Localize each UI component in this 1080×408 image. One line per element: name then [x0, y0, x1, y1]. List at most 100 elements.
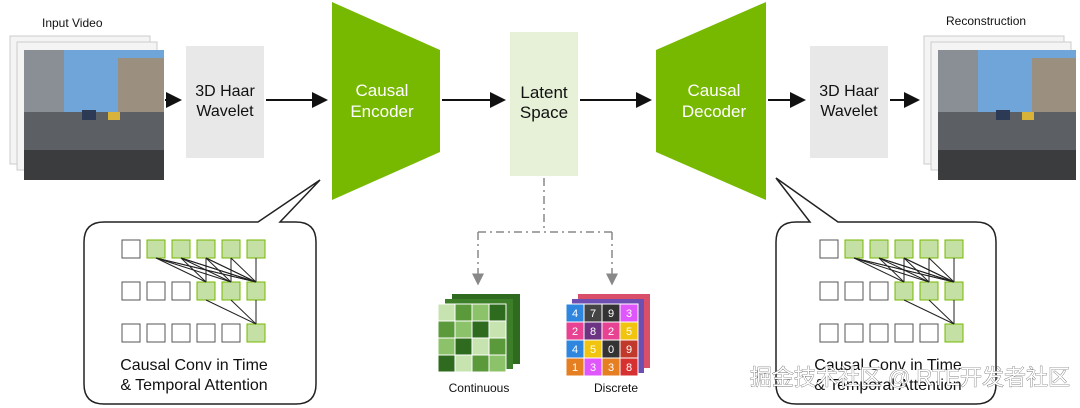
inactive-token-cell — [121, 239, 141, 259]
discrete-cell-value: 4 — [572, 308, 578, 320]
inactive-token-cell — [869, 281, 889, 301]
wavelet-in-block: 3D Haar Wavelet — [186, 46, 264, 158]
latent-space-block: Latent Space — [510, 32, 578, 176]
continuous-grid-front — [437, 303, 507, 373]
inactive-token-cell — [121, 281, 141, 301]
discrete-cell-value: 5 — [590, 344, 596, 356]
continuous-cell — [488, 337, 507, 356]
inactive-token-cell — [844, 281, 864, 301]
discrete-cell-value: 7 — [590, 308, 596, 320]
inactive-token-cell — [121, 323, 141, 343]
decoder-trapezoid — [656, 2, 766, 200]
discrete-cell-value: 1 — [572, 362, 578, 374]
decoder-line2: Decoder — [682, 102, 747, 121]
discrete-cell-value: 5 — [626, 326, 632, 338]
wavelet-in-line2: Wavelet — [196, 103, 254, 120]
attention-link — [853, 257, 955, 283]
wavelet-out-block: 3D Haar Wavelet — [810, 46, 888, 158]
wavelet-out-line1: 3D Haar — [819, 83, 879, 100]
active-token-cell — [246, 281, 266, 301]
active-token-cell — [146, 239, 166, 259]
attention-link — [180, 257, 257, 283]
continuous-cell — [454, 354, 473, 373]
discrete-cell — [619, 357, 639, 377]
inactive-token-cell — [196, 323, 216, 343]
car — [996, 110, 1010, 120]
decoder-block: Causal Decoder — [656, 2, 766, 200]
car — [82, 110, 96, 120]
bubble-left-line2: & Temporal Attention — [120, 377, 267, 394]
attention-link — [230, 299, 257, 325]
watermark-text: 掘金技术社区 @ RTE开发者社区 — [750, 365, 1070, 390]
attention-link — [180, 257, 207, 283]
inactive-token-cell — [819, 281, 839, 301]
discrete-cell-value: 2 — [572, 326, 578, 338]
latent-box — [510, 32, 578, 176]
latent-line1: Latent — [520, 83, 568, 102]
continuous-cell — [437, 354, 456, 373]
left-speech-bubble: Causal Conv in Time & Temporal Attention — [83, 179, 321, 405]
discrete-cell-value: 0 — [608, 344, 614, 356]
discrete-cell-value: 3 — [590, 362, 596, 374]
attention-link — [155, 257, 207, 283]
active-token-cell — [221, 239, 241, 259]
continuous-cell — [454, 303, 473, 322]
active-token-cell — [221, 281, 241, 301]
discrete-cell-value: 8 — [626, 362, 632, 374]
bubble-right-line2: & Temporal Attention — [814, 377, 961, 394]
inactive-token-cell — [919, 323, 939, 343]
active-token-cell — [919, 281, 939, 301]
reconstruction-stack: Reconstruction — [923, 14, 1076, 180]
attention-link — [853, 257, 905, 283]
discrete-cell-value: 4 — [572, 344, 578, 356]
discrete-cell-value: 3 — [608, 362, 614, 374]
continuous-latent-grid: Continuous — [437, 294, 520, 395]
inactive-token-cell — [819, 239, 839, 259]
input-video-stack: Input Video — [9, 16, 164, 180]
discrete-cell-value: 9 — [608, 308, 614, 320]
continuous-label: Continuous — [449, 381, 510, 395]
inactive-token-cell — [869, 323, 889, 343]
continuous-cell — [471, 337, 490, 356]
continuous-cell — [454, 337, 473, 356]
attention-link — [928, 257, 955, 283]
attention-link — [205, 257, 257, 283]
attention-link — [903, 257, 955, 283]
decoder-line1: Causal — [688, 81, 741, 100]
discrete-cell-value: 3 — [626, 308, 632, 320]
inactive-token-cell — [894, 323, 914, 343]
wavelet-out-box — [810, 46, 888, 158]
active-token-cell — [944, 281, 964, 301]
encoder-block: Causal Encoder — [332, 2, 440, 200]
inactive-token-cell — [819, 323, 839, 343]
latent-split — [472, 178, 618, 286]
continuous-cell — [471, 303, 490, 322]
continuous-cell — [454, 320, 473, 339]
active-token-cell — [894, 281, 914, 301]
active-token-cell — [944, 323, 964, 343]
wavelet-out-line2: Wavelet — [820, 103, 878, 120]
inactive-token-cell — [221, 323, 241, 343]
input-video-label: Input Video — [42, 16, 103, 30]
input-video-frame — [24, 50, 164, 180]
active-token-cell — [894, 239, 914, 259]
active-token-cell — [246, 239, 266, 259]
causal-conv-grid — [819, 239, 964, 343]
taxi — [108, 112, 120, 120]
encoder-trapezoid — [332, 2, 440, 200]
continuous-cell — [488, 354, 507, 373]
active-token-cell — [919, 239, 939, 259]
bubble-left-line1: Causal Conv in Time — [120, 357, 268, 374]
wavelet-in-line1: 3D Haar — [195, 83, 255, 100]
continuous-cell — [471, 354, 490, 373]
active-token-cell — [944, 239, 964, 259]
inactive-token-cell — [171, 281, 191, 301]
discrete-cell-value: 9 — [626, 344, 632, 356]
active-token-cell — [869, 239, 889, 259]
continuous-cell — [471, 320, 490, 339]
taxi — [1022, 112, 1034, 120]
